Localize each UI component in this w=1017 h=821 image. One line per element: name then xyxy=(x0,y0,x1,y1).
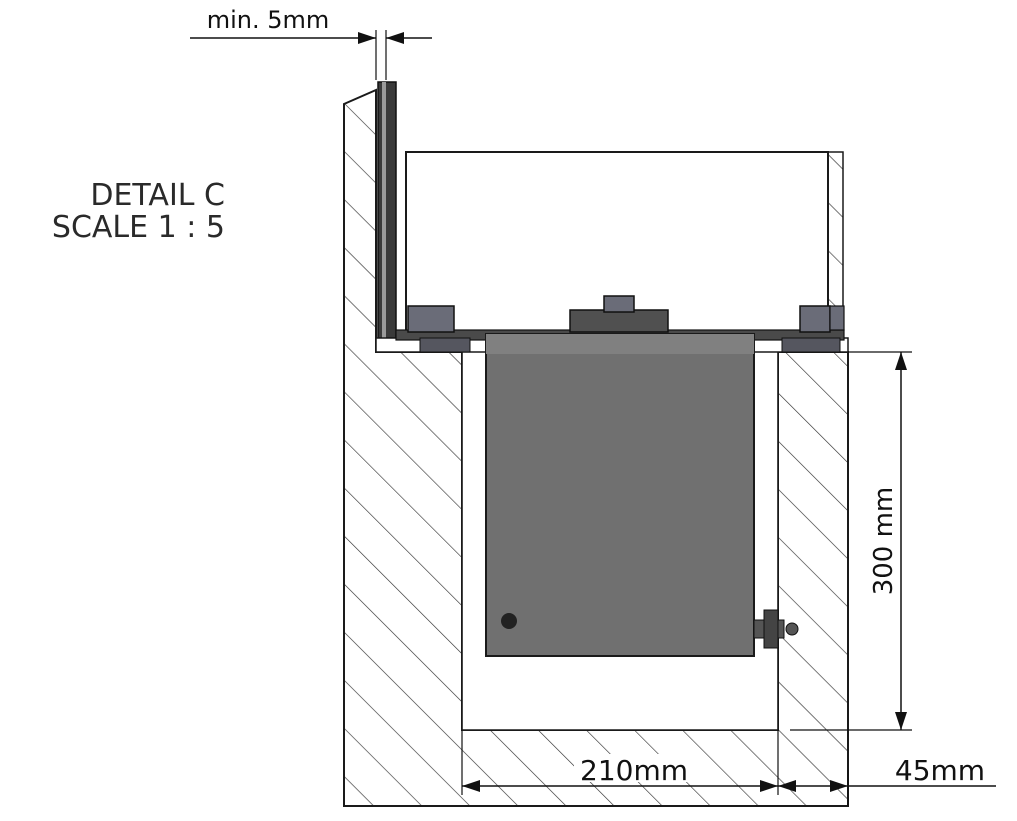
right-fitting xyxy=(799,305,831,333)
dim-width: 210mm xyxy=(461,730,779,795)
dim-wall: 45mm xyxy=(778,754,996,806)
right-clamp xyxy=(781,337,841,353)
gap-dimension-label: min. 5mm xyxy=(207,6,330,34)
right-fitting-end xyxy=(829,305,845,331)
drive-body xyxy=(485,333,755,657)
cable-gland-icon xyxy=(753,609,799,649)
glass-panel xyxy=(377,81,397,339)
left-fitting xyxy=(407,305,455,333)
depth-dimension-label: 300 mm xyxy=(869,487,899,596)
glass-highlight xyxy=(382,82,386,338)
width-dimension-label: 210mm xyxy=(580,754,688,787)
wall-dimension-label: 45mm xyxy=(895,754,985,787)
detail-title: DETAIL C SCALE 1 : 5 xyxy=(20,180,225,244)
screw-icon xyxy=(501,613,517,629)
center-nut-base xyxy=(569,309,669,333)
right-glass-hatch xyxy=(827,151,844,319)
dim-gap: min. 5mm xyxy=(190,6,432,80)
dim-depth: 300 mm xyxy=(790,351,912,731)
detail-label: DETAIL C xyxy=(90,178,225,213)
center-nut xyxy=(603,295,635,313)
left-clamp xyxy=(419,337,471,353)
width-label-bg xyxy=(574,754,694,782)
scale-label: SCALE 1 : 5 xyxy=(51,210,225,245)
drive-top-band xyxy=(486,334,754,354)
